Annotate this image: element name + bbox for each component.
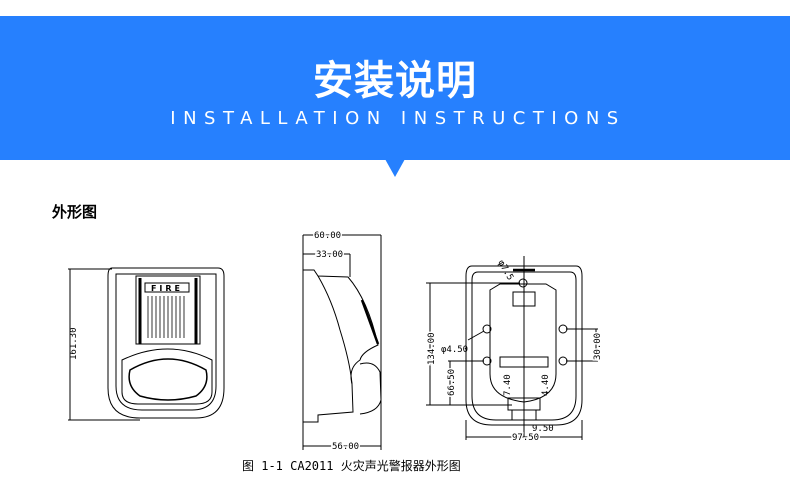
- rear-bottom-small-dim: 9.50: [532, 424, 554, 434]
- rear-view: [426, 256, 598, 440]
- page-subtitle: INSTALLATION INSTRUCTIONS: [170, 108, 626, 129]
- page-title: 安装说明: [313, 58, 477, 104]
- side-bottom-dim: 56.00: [332, 442, 359, 452]
- rear-right-small-dim: 4.40: [541, 374, 551, 396]
- banner-pointer: [385, 159, 405, 177]
- front-fire-label: FIRE: [151, 284, 183, 293]
- header-banner: [0, 16, 790, 160]
- side-view: [302, 234, 382, 450]
- side-top-dim: 60.00: [314, 231, 341, 241]
- rear-width-dim: 97.50: [512, 433, 539, 443]
- rear-left-small-dim: 7.40: [503, 374, 513, 396]
- rear-hole-top-dim: φ7.5: [495, 259, 515, 283]
- rear-lower-dim: 66.50: [447, 369, 457, 396]
- figure-caption: 图 1-1 CA2011 火灾声光警报器外形图: [242, 459, 461, 473]
- front-view: [68, 267, 225, 421]
- rear-height-dim: 134.00: [427, 332, 437, 365]
- rear-mount-hole-dim: φ4.50: [441, 345, 468, 355]
- front-height-dim: 161.30: [69, 327, 79, 360]
- rear-spacing-dim: 30.00: [593, 333, 603, 360]
- section-title: 外形图: [52, 203, 98, 221]
- side-inner-dim: 33.00: [316, 250, 343, 260]
